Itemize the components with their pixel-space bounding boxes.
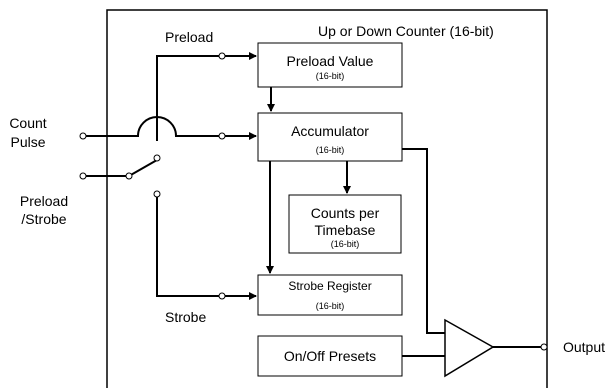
strobe-label: Strobe (165, 309, 206, 325)
strobe-junction (218, 292, 226, 300)
count-pulse-wire (86, 116, 220, 137)
preload-strobe-label-line1: Preload (20, 193, 68, 209)
accumulator-block: Accumulator (16-bit) (257, 112, 403, 162)
accumulator-sub: (16-bit) (316, 145, 345, 155)
count-pulse-terminal (79, 132, 87, 140)
switch-strobe-contact (153, 190, 161, 198)
on-off-presets-block: On/Off Presets (257, 335, 403, 377)
preload-strobe-label-line2: /Strobe (21, 211, 66, 227)
counts-per-timebase-sub: (16-bit) (331, 239, 360, 249)
count-pulse-label-line2: Pulse (10, 134, 45, 150)
accumulator-label: Accumulator (291, 123, 369, 139)
counts-per-timebase-line2: Timebase (315, 222, 376, 238)
counts-per-timebase-block: Counts per Timebase (16-bit) (288, 194, 402, 254)
switch-blade (128, 159, 158, 177)
preload-label: Preload (165, 29, 213, 45)
counts-per-timebase-line1: Counts per (311, 205, 380, 221)
preload-value-sub: (16-bit) (316, 71, 345, 81)
on-off-presets-label: On/Off Presets (284, 348, 376, 364)
comparator-triangle (444, 318, 495, 378)
strobe-register-sub: (16-bit) (316, 301, 345, 311)
output-terminal (540, 343, 548, 351)
preload-value-block: Preload Value (16-bit) (257, 42, 403, 88)
preload-strobe-terminal (79, 172, 87, 180)
count-pulse-junction (218, 132, 226, 140)
preload-junction (218, 52, 226, 60)
strobe-register-label: Strobe Register (288, 279, 371, 293)
strobe-register-block: Strobe Register (16-bit) (257, 274, 403, 316)
preload-wire (156, 55, 220, 141)
counter-title: Up or Down Counter (16-bit) (318, 23, 494, 39)
counter-frame (106, 9, 548, 388)
switch-preload-contact (153, 154, 161, 162)
preload-value-label: Preload Value (287, 53, 374, 69)
switch-pivot (125, 172, 133, 180)
accumulator-to-comparator (402, 148, 445, 334)
strobe-wire (156, 196, 220, 297)
count-pulse-label-line1: Count (9, 115, 46, 131)
output-label: Output (563, 339, 605, 355)
